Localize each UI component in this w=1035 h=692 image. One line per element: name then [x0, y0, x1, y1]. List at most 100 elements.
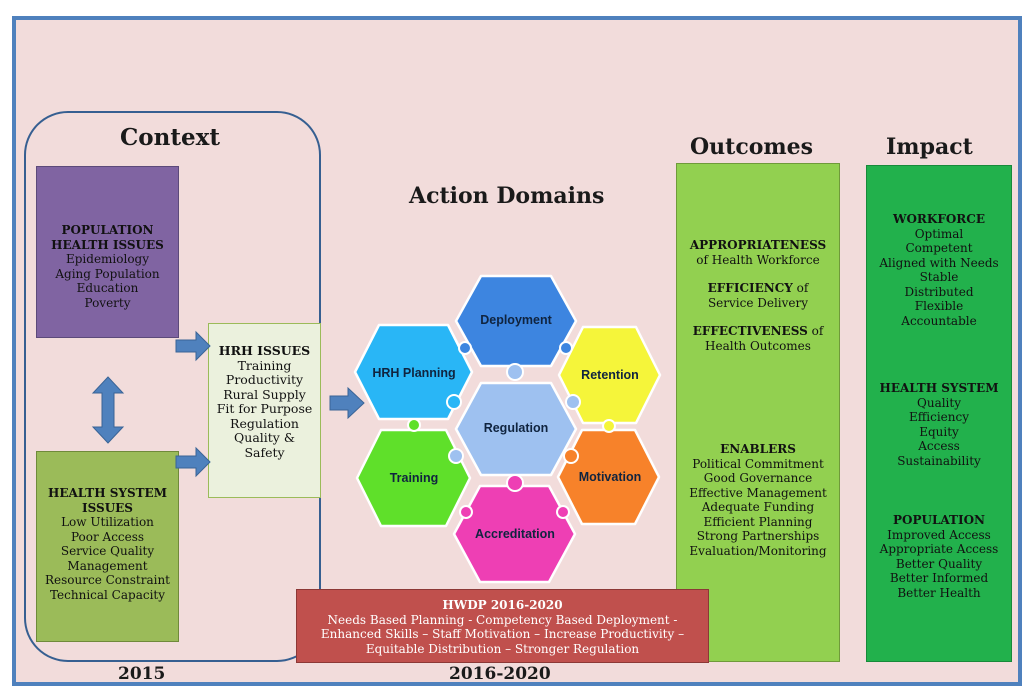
year-2016-2020-label: 2016-2020 [449, 664, 551, 684]
efficiency-title: EFFICIENCY [707, 281, 793, 295]
workforce-item: Stable [919, 270, 959, 284]
enabler-item: Evaluation/Monitoring [689, 543, 827, 558]
year-2015-label: 2015 [118, 664, 166, 684]
enabler-item: Effective Management [689, 485, 827, 500]
workforce-item: Accountable [901, 313, 977, 328]
workforce-title: WORKFORCE [893, 212, 985, 226]
population-impact-title: POPULATION [892, 513, 986, 527]
enabler-item: Political Commitment [692, 456, 824, 471]
motivation-hexagon [556, 428, 661, 526]
workforce-item: Optimal [914, 226, 964, 241]
regulation-hexagon [454, 381, 578, 477]
puzzle-tab-icon [565, 394, 581, 410]
arrow-right-icon [175, 330, 211, 362]
health-system-item: Poor Access [70, 529, 145, 544]
hwdp-line: Equitable Distribution – Stronger Regula… [365, 641, 640, 656]
efficiency-sub: Service Delivery [707, 295, 809, 310]
health-system-item: Technical Capacity [49, 587, 166, 602]
population-impact-item: Improved Access [887, 527, 991, 542]
puzzle-tab-icon [407, 418, 421, 432]
accreditation-hexagon [452, 484, 577, 584]
action-domains-heading: Action Domains [409, 183, 605, 209]
puzzle-tab-icon [556, 505, 570, 519]
health-system-issues-box: HEALTH SYSTEM ISSUES Low Utilization Poo… [36, 451, 179, 642]
health-system-item: Low Utilization [61, 515, 154, 529]
health-system-item: Resource Constraint [44, 573, 170, 587]
hwdp-line: Enhanced Skills – Staff Motivation – Inc… [320, 627, 685, 641]
workforce-item: Aligned with Needs [879, 255, 999, 270]
population-impact-item: Better Health [897, 585, 981, 600]
population-item: Poverty [84, 295, 131, 310]
context-heading: Context [120, 124, 220, 151]
hex-label-hrh-planning: HRH Planning [372, 366, 456, 380]
impact-box: WORKFORCE Optimal Competent Aligned with… [866, 165, 1012, 662]
puzzle-tab-icon [448, 448, 464, 464]
population-box-title-2: HEALTH ISSUES [51, 237, 164, 252]
double-arrow-vertical-icon [91, 376, 125, 444]
workforce-item: Distributed [904, 284, 974, 299]
arrow-right-icon [175, 446, 211, 478]
population-health-issues-box: POPULATION HEALTH ISSUES Epidemiology Ag… [36, 166, 179, 338]
appropriateness-sub: of Health Workforce [696, 252, 820, 267]
workforce-item: Competent [905, 241, 973, 255]
enabler-item: Good Governance [703, 471, 813, 485]
population-item: Aging Population [55, 266, 160, 281]
hwdp-box: HWDP 2016-2020 Needs Based Planning - Co… [296, 589, 709, 663]
hex-label-accreditation: Accreditation [475, 527, 555, 541]
puzzle-tab-icon [458, 341, 472, 355]
puzzle-tab-icon [506, 363, 524, 381]
efficiency-of: of [796, 281, 809, 295]
deployment-hexagon [454, 274, 578, 368]
enabler-item: Efficient Planning [703, 514, 813, 529]
population-item: Epidemiology [65, 252, 150, 266]
health-system-impact-item: Sustainability [897, 453, 981, 468]
hex-label-retention: Retention [581, 368, 639, 382]
health-system-impact-item: Efficiency [908, 410, 969, 424]
population-impact-item: Better Quality [895, 556, 983, 571]
outcomes-box: APPROPRIATENESS of Health Workforce EFFI… [676, 163, 840, 662]
enablers-title: ENABLERS [720, 442, 796, 456]
hex-label-deployment: Deployment [480, 313, 552, 327]
training-hexagon [355, 428, 472, 528]
puzzle-tab-icon [506, 474, 524, 492]
hwdp-line: Needs Based Planning - Competency Based … [327, 612, 678, 627]
hrh-item: Regulation [230, 415, 299, 431]
health-system-impact-item: Access [918, 439, 960, 453]
hex-label-regulation: Regulation [483, 421, 549, 435]
hrh-item: Rural Supply [223, 386, 306, 402]
hrh-box-title: HRH ISSUES [218, 343, 311, 358]
hrh-item: Fit for Purpose [216, 401, 313, 416]
arrow-right-icon [329, 386, 365, 420]
puzzle-tab-icon [602, 419, 616, 433]
hrh-planning-hexagon [353, 323, 474, 421]
population-box-title-1: POPULATION [61, 223, 154, 237]
hrh-item: Safety [244, 444, 285, 460]
impact-heading: Impact [886, 134, 973, 160]
puzzle-tab-icon [559, 341, 573, 355]
health-system-impact-item: Quality [917, 395, 961, 410]
enabler-item: Adequate Funding [701, 500, 815, 514]
hex-label-training: Training [389, 471, 439, 485]
hrh-issues-box: HRH ISSUES Training Productivity Rural S… [208, 323, 321, 498]
effectiveness-of: of [811, 324, 824, 338]
hrh-item: Training [237, 357, 292, 373]
hrh-item: Productivity [225, 372, 304, 387]
health-system-item: Management [67, 558, 148, 573]
hrh-item: Quality & [234, 430, 295, 445]
health-system-impact-title: HEALTH SYSTEM [879, 381, 999, 395]
population-impact-item: Better Informed [889, 571, 989, 585]
appropriateness-title: APPROPRIATENESS [689, 238, 827, 252]
population-item: Education [76, 281, 139, 295]
hwdp-title: HWDP 2016-2020 [442, 598, 563, 612]
effectiveness-line: EFFECTIVENESS of [693, 324, 824, 339]
puzzle-tab-icon [446, 394, 462, 410]
population-impact-item: Appropriate Access [879, 542, 999, 556]
effectiveness-title: EFFECTIVENESS [692, 324, 808, 338]
enabler-item: Strong Partnerships [696, 529, 820, 543]
retention-hexagon [557, 325, 662, 425]
puzzle-tab-icon [563, 448, 579, 464]
health-system-box-title-2: ISSUES [82, 500, 133, 515]
